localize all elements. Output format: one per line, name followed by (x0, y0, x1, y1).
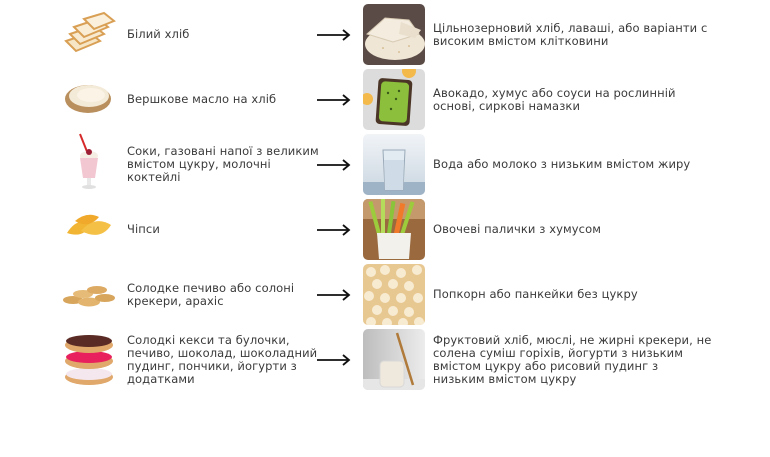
right-arrow-icon (316, 287, 352, 303)
glass-of-water-icon (363, 134, 425, 195)
chips-icon (58, 197, 120, 257)
healthy-alternative-label: Цільнозерновий хліб, лаваші, або варіант… (433, 20, 708, 48)
rice-pudding-icon (363, 329, 425, 390)
buttered-bread-icon (58, 67, 120, 127)
swap-row: Соки, газовані напої з великим вмістом ц… (0, 132, 770, 197)
donuts-icon (58, 327, 120, 387)
unhealthy-food-label: Соки, газовані напої з великим вмістом ц… (127, 144, 319, 184)
white-bread-icon (58, 2, 120, 62)
right-arrow-icon (316, 222, 352, 238)
unhealthy-food-label: Солодке печиво або солоні крекери, арахі… (127, 280, 295, 308)
healthy-alternative-label: Попкорн або панкейки без цукру (433, 287, 638, 301)
unhealthy-food-label: Солодкі кекси та булочки, печиво, шокола… (127, 332, 318, 386)
unhealthy-food-label: Білий хліб (127, 27, 190, 41)
popcorn-icon (363, 264, 425, 325)
swap-row: Солодкі кекси та булочки, печиво, шокола… (0, 327, 770, 392)
lavash-icon (363, 4, 425, 65)
swap-row: Білий хліб Цільнозерновий хліб, лаваші, … (0, 2, 770, 67)
right-arrow-icon (316, 92, 352, 108)
healthy-alternative-label: Вода або молоко з низьким вмістом жиру (433, 157, 691, 171)
swap-row: Солодке печиво або солоні крекери, арахі… (0, 262, 770, 327)
right-arrow-icon (316, 157, 352, 173)
swap-row: Вершкове масло на хліб Авокадо, хумус аб… (0, 67, 770, 132)
healthy-alternative-label: Овочеві палички з хумусом (433, 222, 602, 236)
veggie-sticks-icon (363, 199, 425, 260)
milkshake-icon (58, 132, 120, 192)
cookies-icon (58, 262, 120, 322)
swap-row: Чіпси Овочеві палички з хумусом (0, 197, 770, 262)
healthy-alternative-label: Авокадо, хумус або соуси на рослинній ос… (433, 85, 676, 113)
unhealthy-food-label: Вершкове масло на хліб (127, 92, 277, 106)
right-arrow-icon (316, 27, 352, 43)
healthy-alternative-label: Фруктовий хліб, мюслі, не жирні крекери,… (433, 332, 712, 386)
avocado-toast-icon (363, 69, 425, 130)
unhealthy-food-label: Чіпси (127, 222, 160, 236)
right-arrow-icon (316, 352, 352, 368)
